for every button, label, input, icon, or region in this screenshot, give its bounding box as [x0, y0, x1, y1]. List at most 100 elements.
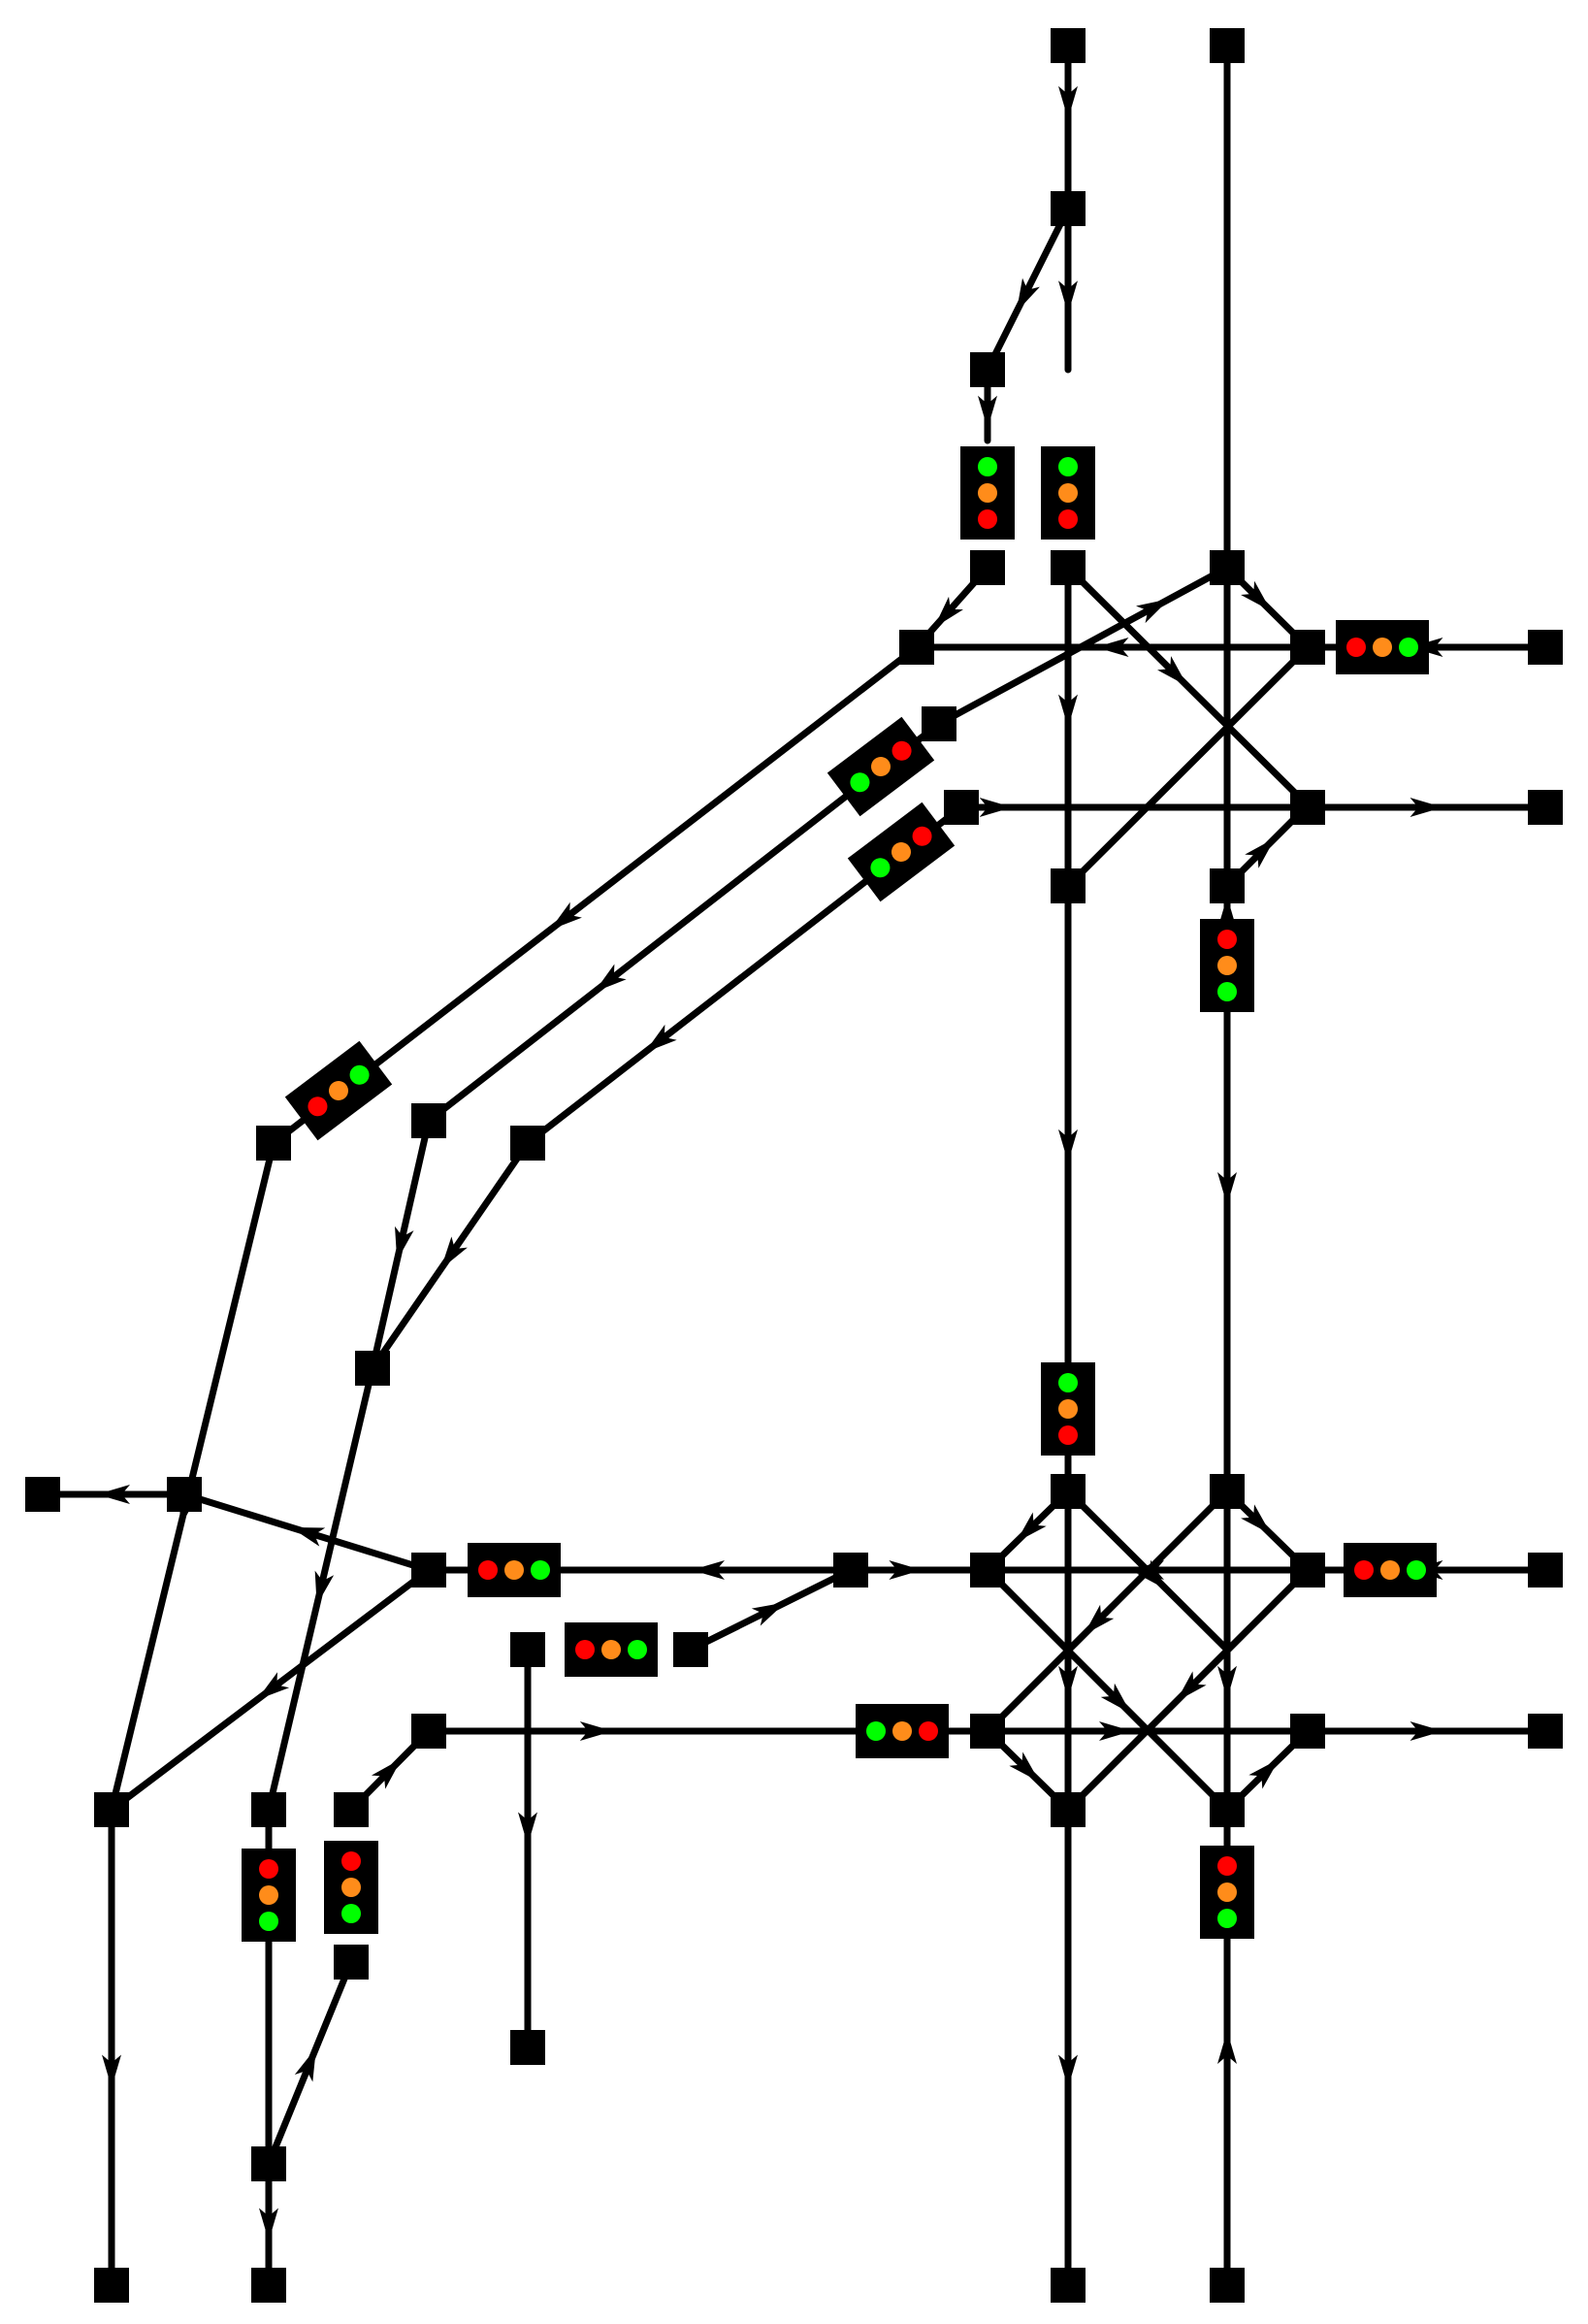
direction-arrow-6 [1058, 1129, 1078, 1162]
signal-lamp-green [628, 1640, 647, 1659]
track-node-35 [1528, 1714, 1563, 1749]
track-node-19 [510, 1126, 545, 1161]
signal-s4 [826, 716, 935, 817]
direction-arrow-22 [644, 1024, 677, 1053]
direction-arrow-36 [1137, 1559, 1168, 1590]
direction-arrow-31 [889, 1560, 923, 1580]
signal-lamp-red [1346, 638, 1366, 657]
signal-s1 [960, 446, 1015, 540]
track-node-32 [411, 1714, 446, 1749]
track-node-23 [411, 1553, 446, 1588]
track-node-7 [1210, 550, 1245, 585]
signal-lamp-green [1407, 1560, 1426, 1580]
track-node-34 [1290, 1714, 1325, 1749]
track-node-31 [1210, 1474, 1245, 1509]
track-segment-16 [935, 564, 1231, 728]
track-node-28 [510, 1632, 545, 1667]
signal-s14 [324, 1841, 378, 1934]
track-node-10 [1528, 630, 1563, 665]
track-node-47 [1210, 2268, 1245, 2303]
track-node-4 [970, 352, 1005, 387]
track-node-1 [1051, 28, 1086, 63]
track-node-43 [251, 2146, 286, 2181]
signal-lamp-green [850, 772, 870, 793]
signal-lamp-amber [259, 1885, 278, 1905]
signal-lamp-green [259, 1912, 278, 1931]
direction-arrow-1 [1058, 85, 1078, 119]
track-segment-23 [108, 1139, 277, 1814]
direction-arrow-9 [1157, 656, 1188, 687]
signal-lamp-amber [978, 483, 997, 503]
direction-arrow-26 [314, 1570, 335, 1606]
track-node-45 [251, 2268, 286, 2303]
direction-arrow-29 [256, 1672, 290, 1700]
direction-arrow-47 [579, 1721, 613, 1741]
track-node-44 [94, 2268, 129, 2303]
direction-arrow-35 [1016, 1512, 1047, 1543]
signal-lamp-amber [329, 1081, 348, 1100]
track-node-14 [1528, 790, 1563, 825]
signal-s9 [468, 1543, 561, 1597]
direction-arrow-19 [933, 596, 963, 628]
signal-lamp-green [1217, 982, 1237, 1001]
direction-arrow-21 [594, 964, 627, 993]
track-node-29 [673, 1632, 708, 1667]
signal-lamp-green [349, 1064, 370, 1085]
signal-lamp-red [1217, 1856, 1237, 1876]
signal-lamp-green [1058, 1373, 1078, 1392]
direction-arrow-55 [1217, 2031, 1237, 2064]
direction-arrow-14 [1095, 638, 1129, 657]
signal-lamp-green [866, 1721, 886, 1741]
signal-lamp-green [1058, 457, 1078, 476]
signal-layer [242, 446, 1437, 1942]
track-node-30 [1051, 1474, 1086, 1509]
signal-lamp-amber [871, 757, 891, 776]
direction-arrow-39 [1084, 1604, 1115, 1635]
track-node-26 [1290, 1553, 1325, 1588]
direction-arrow-17 [979, 798, 1013, 817]
signal-lamp-amber [601, 1640, 621, 1659]
signal-lamp-amber [1380, 1560, 1400, 1580]
direction-arrow-25 [440, 1236, 468, 1269]
signal-lamp-red [1058, 509, 1078, 529]
track-node-9 [1290, 630, 1325, 665]
direction-arrow-5 [1058, 694, 1078, 728]
track-node-40 [1210, 1792, 1245, 1827]
track-node-33 [970, 1714, 1005, 1749]
direction-arrow-54 [1058, 2054, 1078, 2088]
direction-arrow-41 [1100, 1683, 1131, 1714]
track-node-38 [334, 1792, 369, 1827]
signal-lamp-amber [1373, 638, 1392, 657]
track-node-20 [355, 1351, 390, 1386]
signal-lamp-amber [1217, 1882, 1237, 1902]
track-node-24 [970, 1553, 1005, 1588]
track-segment-20 [270, 643, 921, 1147]
track-segment-41 [984, 1566, 1231, 1814]
direction-arrow-4 [978, 395, 997, 429]
signal-lamp-red [912, 826, 932, 846]
signal-s12 [856, 1704, 949, 1758]
signal-lamp-red [1354, 1560, 1374, 1580]
node-layer [25, 28, 1563, 2303]
signal-lamp-amber [891, 842, 911, 862]
signal-lamp-green [870, 858, 891, 878]
track-node-21 [167, 1477, 202, 1512]
signal-lamp-red [259, 1859, 278, 1879]
direction-arrow-45 [1099, 1721, 1132, 1741]
track-segment-3 [984, 205, 1072, 374]
signal-s11 [1344, 1543, 1437, 1597]
track-node-22 [25, 1477, 60, 1512]
signal-lamp-green [1399, 638, 1418, 657]
track-node-12 [944, 790, 979, 825]
track-node-25 [833, 1553, 868, 1588]
signal-lamp-red [1217, 930, 1237, 949]
signal-s8 [1041, 1362, 1095, 1456]
signal-s2 [1041, 446, 1095, 540]
track-node-18 [411, 1103, 446, 1138]
direction-arrow-50 [102, 2054, 121, 2088]
track-node-37 [251, 1792, 286, 1827]
direction-arrow-16 [1136, 599, 1170, 624]
direction-arrow-18 [1410, 798, 1443, 817]
